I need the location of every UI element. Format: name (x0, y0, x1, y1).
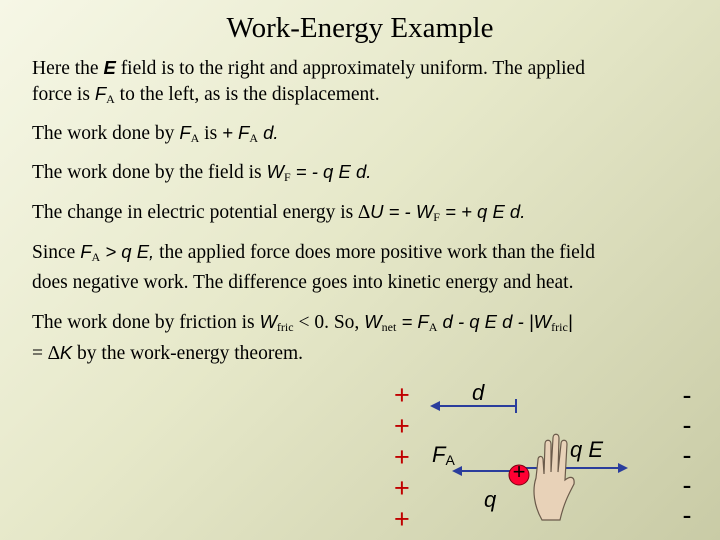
text: is (199, 123, 223, 144)
negative-plate: - - - - - (672, 380, 702, 530)
symbol-d: d. (257, 122, 279, 143)
minus-sign: - (682, 410, 692, 440)
text: = (32, 343, 48, 364)
text: The work done by (32, 123, 180, 144)
plus-sign: + (394, 504, 410, 534)
electric-force-label: q E (570, 437, 604, 462)
subscript: A (190, 131, 200, 145)
minus-sign: - (682, 440, 692, 470)
equation: = + q E d. (439, 201, 526, 222)
text: by the work-energy theorem. (72, 343, 304, 364)
symbol-F: F (94, 83, 107, 104)
equation: d - q E d - |W (437, 311, 552, 332)
paragraph-field-description: Here the E field is to the right and app… (32, 55, 702, 112)
delta-symbol: ∆ (47, 343, 60, 364)
symbol-W: W (259, 311, 277, 332)
displacement-arrow (430, 399, 517, 413)
symbol-F: F (80, 241, 92, 262)
text: The change in electric potential energy … (32, 202, 359, 223)
text: force is (32, 84, 95, 105)
symbol-plus-F: + F (222, 122, 250, 143)
subscript: F (283, 170, 291, 184)
minus-sign: - (682, 380, 692, 410)
applied-force-label: FA (432, 442, 455, 468)
text: < 0. So, (293, 312, 365, 333)
plus-sign: + (394, 411, 410, 441)
text: The work done by the field is (32, 162, 267, 183)
text: the applied force does more positive wor… (154, 242, 595, 263)
subscript: net (381, 320, 397, 334)
text: does negative work. The difference goes … (32, 272, 574, 293)
subscript: A (91, 250, 101, 264)
minus-sign: - (682, 500, 692, 530)
subscript: fric (276, 320, 294, 334)
text: The work done by friction is (32, 312, 260, 333)
text: Since (32, 242, 81, 263)
symbol-W: W (364, 311, 382, 332)
hand-icon (533, 433, 575, 521)
paragraph-potential-energy: The change in electric potential energy … (32, 199, 702, 230)
charge-label: q (484, 487, 497, 512)
equation: = - q E d. (290, 161, 372, 182)
equation: | (567, 311, 573, 332)
text: Here the (32, 58, 104, 79)
plus-sign: + (394, 442, 410, 472)
paragraph-work-applied: The work done by FA is + FA d. (32, 120, 702, 151)
subscript: A (106, 92, 115, 106)
text: to the left, as is the displacement. (114, 84, 380, 105)
subscript: F (433, 210, 440, 224)
inequality: > q E, (100, 241, 155, 262)
symbol-U: U = - W (370, 201, 434, 222)
positive-plate: + + + + + (394, 380, 424, 535)
symbol-F: F (179, 122, 191, 143)
paragraph-friction: The work done by friction is Wfric < 0. … (32, 309, 702, 366)
symbol-W: W (266, 161, 284, 182)
subscript: fric (551, 320, 568, 334)
plus-sign: + (394, 380, 410, 410)
applied-force-arrow (452, 466, 516, 476)
text: field is to the right and approximately … (115, 58, 585, 79)
symbol-F: F (432, 442, 446, 467)
delta-symbol: ∆ (358, 202, 371, 223)
slide-title: Work-Energy Example (226, 12, 494, 44)
subscript: A (428, 320, 438, 334)
minus-sign: - (682, 470, 692, 500)
subscript: A (249, 131, 258, 145)
charge-icon (508, 464, 530, 486)
equation: = F (396, 311, 429, 332)
displacement-label: d (472, 380, 485, 405)
paragraph-work-field: The work done by the field is WF = - q E… (32, 159, 702, 190)
charge-sign: + (512, 459, 526, 484)
paragraph-since: Since FA > q E, the applied force does m… (32, 239, 702, 295)
symbol-E: E (103, 57, 116, 78)
symbol-K: K (59, 342, 73, 363)
subscript: A (445, 452, 455, 468)
plus-sign: + (394, 473, 410, 503)
